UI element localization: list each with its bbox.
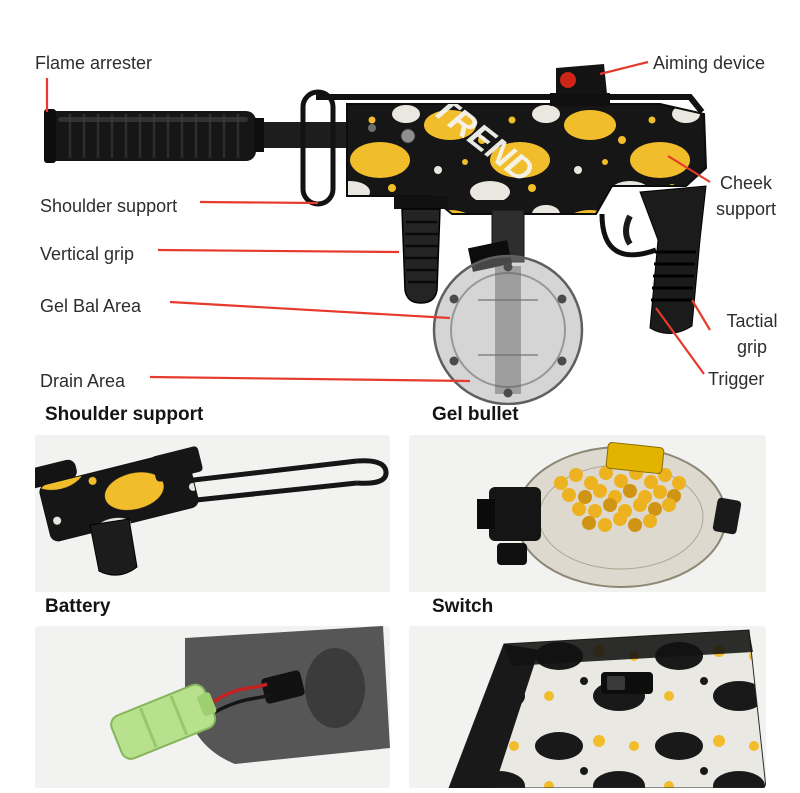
photo-gel-bullet xyxy=(409,435,766,592)
callout-shoulder-support: Shoulder support xyxy=(40,196,178,216)
pistol-grip-part xyxy=(639,185,707,334)
callout-line-vertical-grip xyxy=(157,248,400,254)
wire-stock xyxy=(184,458,389,504)
panel-title-battery: Battery xyxy=(45,596,111,617)
battery-photo-art xyxy=(110,626,390,764)
callout-tactial-grip: Tactial grip xyxy=(726,311,778,358)
callout-line-cheek-support xyxy=(667,155,711,183)
callout-line-shoulder-support xyxy=(199,200,319,205)
trigger-guard xyxy=(599,213,657,258)
top-rail xyxy=(504,630,753,666)
callout-cheek-support: Cheek support xyxy=(715,173,777,220)
gel-drum xyxy=(515,442,742,588)
gel-feed-clip xyxy=(605,442,665,474)
callout-line-tactial-grip xyxy=(691,299,711,331)
callout-line-drain-area xyxy=(149,375,471,383)
panel-title-shoulder-support: Shoulder support xyxy=(45,404,204,425)
battery-wires xyxy=(212,682,274,714)
drum-connector xyxy=(477,487,541,565)
gun-fragment xyxy=(35,446,203,576)
photo-shoulder-support xyxy=(35,435,390,592)
gel-bullet-photo-art xyxy=(477,442,742,588)
drum-magazine-part xyxy=(432,209,584,405)
small-screw xyxy=(368,124,376,132)
switch-control xyxy=(601,672,653,694)
callout-trigger: Trigger xyxy=(708,369,765,389)
photo-battery xyxy=(35,626,390,788)
panel-title-switch: Switch xyxy=(432,596,494,617)
drum-winder xyxy=(712,497,742,535)
aiming-device-part xyxy=(550,64,610,106)
trigger-part xyxy=(623,214,633,246)
callout-line-gel-bal-area xyxy=(169,300,451,320)
shoulder-support-loop xyxy=(300,89,336,207)
callout-flame-arrester: Flame arrester xyxy=(35,53,153,73)
callout-line-trigger xyxy=(655,307,705,375)
body-edge xyxy=(449,644,539,788)
stock-rod xyxy=(316,94,705,114)
photo-switch xyxy=(409,626,766,788)
callout-gel-bal-area: Gel Bal Area xyxy=(40,296,142,316)
switch-photo-art xyxy=(448,629,766,788)
battery-pack xyxy=(110,683,217,760)
gun-illustration: TREND xyxy=(44,60,711,405)
front-screw xyxy=(400,128,416,144)
shoulder-support-photo-art xyxy=(35,446,389,576)
callout-line-aiming-device xyxy=(599,60,649,76)
panel-title-gel-bullet: Gel bullet xyxy=(432,404,519,425)
gel-balls xyxy=(554,466,686,532)
callout-vertical-grip: Vertical grip xyxy=(40,244,135,264)
flame-arrester-part xyxy=(44,109,256,163)
callout-aiming-device: Aiming device xyxy=(653,53,766,73)
callout-drain-area: Drain Area xyxy=(40,371,126,391)
annotated-gun-diagram: TREND xyxy=(35,53,778,405)
vertical-grip-part xyxy=(394,196,448,304)
callout-lines xyxy=(45,60,711,383)
